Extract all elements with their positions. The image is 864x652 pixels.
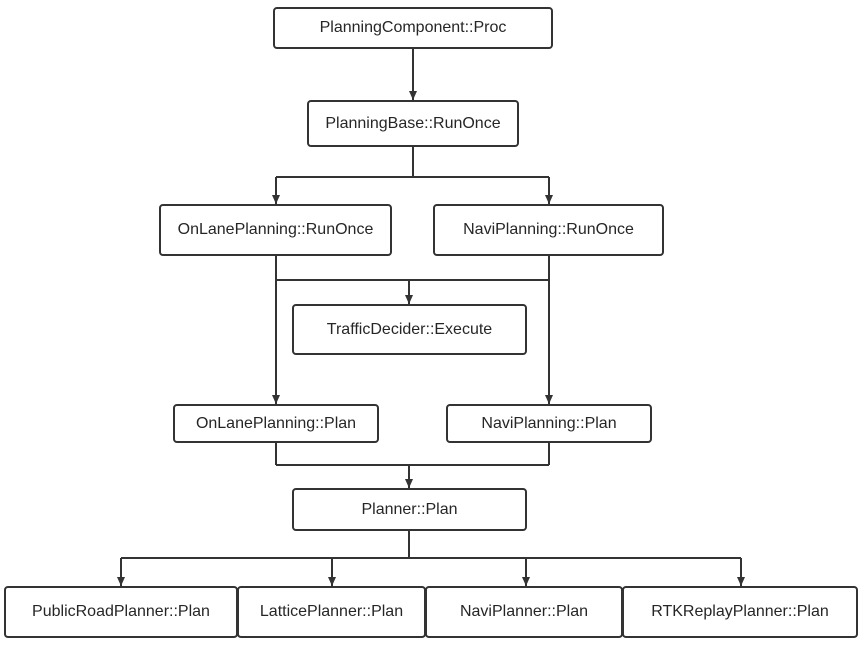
node-planning-base-runonce: PlanningBase::RunOnce [307,100,519,147]
node-navi-planning-plan: NaviPlanning::Plan [446,404,652,443]
node-planning-component-proc: PlanningComponent::Proc [273,7,553,49]
node-navi-planner-plan: NaviPlanner::Plan [425,586,623,638]
node-public-road-planner-plan: PublicRoadPlanner::Plan [4,586,238,638]
node-rtk-replay-planner-plan: RTKReplayPlanner::Plan [622,586,858,638]
node-planner-plan: Planner::Plan [292,488,527,531]
node-navi-planning-runonce: NaviPlanning::RunOnce [433,204,664,256]
node-onlane-planning-runonce: OnLanePlanning::RunOnce [159,204,392,256]
node-lattice-planner-plan: LatticePlanner::Plan [237,586,426,638]
node-onlane-planning-plan: OnLanePlanning::Plan [173,404,379,443]
node-traffic-decider-execute: TrafficDecider::Execute [292,304,527,355]
